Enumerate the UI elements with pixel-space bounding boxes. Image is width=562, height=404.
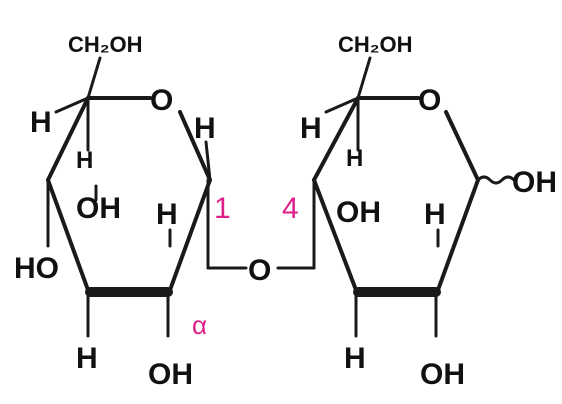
right-anomeric-wavy-bond [476,175,516,185]
right-h-bottom-label: H [344,342,366,375]
glycosidic-oxygen-label: O [248,254,271,287]
right-glucose-ring: CH₂OH O H H OH H OH H OH [300,32,557,391]
left-ch2oh-label: CH₂OH [68,32,143,57]
left-ch2oh-bond [86,56,102,100]
left-ring-c1-c2-bond [168,178,212,292]
carbon-4-annotation: 4 [282,192,299,225]
right-h-top-left-label: H [300,112,322,145]
right-h-c5-inner-label: H [346,145,363,172]
right-oh-bottom-label: OH [420,358,465,391]
left-h-c2-label: H [156,198,178,231]
left-h-anomeric-label: H [194,112,216,145]
left-ring-o-c1-bond [178,110,212,182]
left-c1-h-bond [204,140,212,182]
right-ring-c4-c5-bond [312,96,360,182]
left-oh-bottom-label: OH [148,358,193,391]
glycosidic-linkage: O 1 4 α [192,178,316,340]
left-ring-c3-c4-bond [46,178,90,292]
right-c5-h-bond [324,96,360,114]
alpha-annotation: α [192,310,207,340]
right-ch2oh-bond [356,56,372,100]
right-ring-o-c1-bond [444,110,480,182]
left-glucose-ring: CH₂OH O H H OH H H HO H OH [14,32,216,391]
right-oh-c3-label: OH [336,196,381,229]
left-h-top-left-label: H [30,106,52,139]
left-ring-c4-c5-bond [46,96,90,182]
left-oh-c3-label: OH [76,192,121,225]
right-h-c2-label: H [424,198,446,231]
left-c5-h-bond [54,96,90,114]
right-ch2oh-label: CH₂OH [338,32,413,57]
left-ring-oxygen-label: O [150,84,173,117]
right-oh-anomeric-label: OH [512,166,557,199]
right-ring-c3-c4-bond [312,178,358,292]
right-ring-oxygen-label: O [418,84,441,117]
right-ring-c1-c2-bond [436,178,480,292]
left-h-c5-inner-label: H [76,147,93,174]
carbon-1-annotation: 1 [214,192,231,225]
left-h-bottom-label: H [76,342,98,375]
left-ho-c4-label: HO [14,252,59,285]
